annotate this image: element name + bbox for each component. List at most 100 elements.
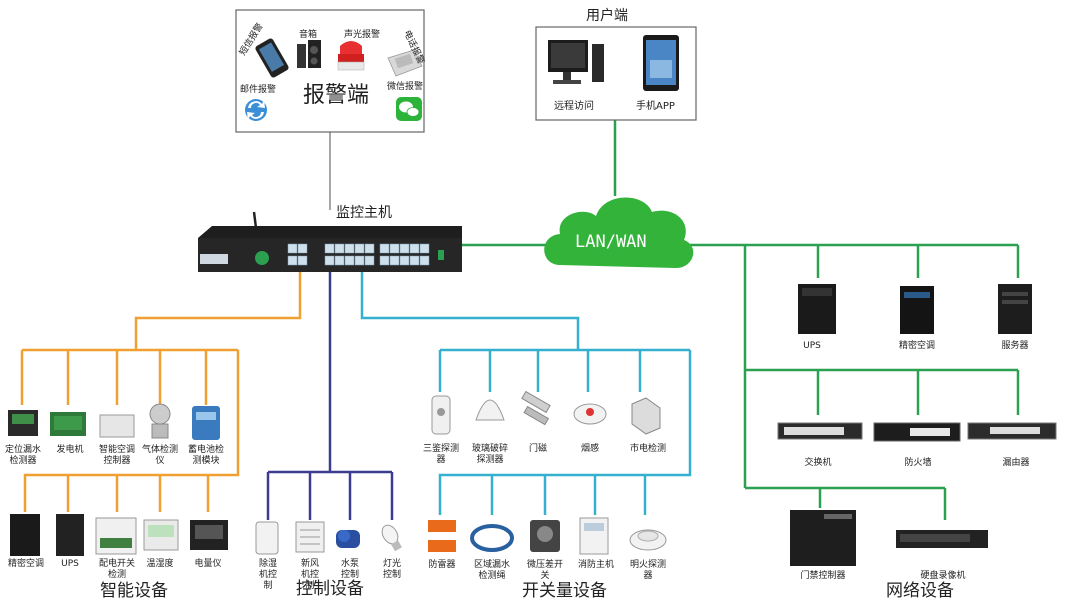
mains-detector-icon	[631, 397, 661, 435]
network-row1-label: 服务器	[1001, 339, 1028, 351]
user-remote-label: 远程访问	[554, 99, 594, 112]
monitoring-host: 监控主机	[198, 205, 462, 272]
ac-controller-icon	[99, 414, 135, 438]
switch-device-row2	[428, 517, 667, 555]
switch-row1-label: 烟感	[581, 442, 599, 454]
group-title-network: 网络设备	[886, 581, 954, 601]
network-device-row2	[777, 422, 1057, 442]
fresh-air-icon	[295, 521, 325, 553]
temp-humidity-icon	[143, 519, 179, 551]
sms-phone-icon	[255, 38, 289, 78]
network-row3-label: 门禁控制器	[800, 569, 845, 581]
smart-row2-label: 温湿度	[146, 557, 173, 569]
user-title: 用户端	[586, 7, 628, 24]
door-magnet-icon	[521, 390, 551, 426]
lan-wan-cloud: LAN/WAN	[544, 197, 694, 268]
user-app-label: 手机APP	[636, 99, 675, 112]
smart-row1-label: 发电机	[56, 443, 83, 455]
smart-row1-label: 气体检测仪	[142, 443, 178, 466]
precision-ac-icon	[10, 514, 40, 556]
switch-row2-label: 区域漏水检测绳	[474, 558, 510, 581]
user-panel: 用户端 远程访问 手机APP	[535, 7, 697, 121]
alarm-title: 报警端	[303, 83, 369, 108]
control-label: 水泵控制	[341, 557, 359, 580]
group-title-control: 控制设备	[296, 579, 364, 599]
fire-host-icon	[579, 517, 609, 555]
smart-lines	[20, 272, 302, 512]
network-switch-icon	[777, 422, 863, 440]
switch-device-row1	[431, 390, 661, 435]
battery-module-icon	[192, 406, 220, 440]
alarm-wechat-label: 微信报警	[387, 80, 423, 92]
network-row1-label: 精密空调	[899, 339, 935, 351]
switch-row2-label: 防雷器	[428, 558, 455, 570]
mobile-app-icon	[643, 35, 679, 91]
cloud-label: LAN/WAN	[575, 232, 647, 252]
switch-lines	[360, 272, 692, 515]
triple-detector-icon	[431, 395, 451, 435]
smart-row2-label: 电量仪	[194, 557, 221, 569]
nvr-icon	[896, 530, 988, 548]
network-row2-label: 漏由器	[1002, 456, 1029, 468]
alarm-mail-label: 邮件报警	[240, 83, 276, 95]
light-bulb-icon	[381, 524, 402, 552]
smart-row2-label: 精密空调	[8, 557, 44, 569]
power-meter-icon	[190, 520, 228, 550]
router-icon	[967, 422, 1057, 440]
pressure-switch-icon	[530, 520, 560, 552]
speaker-icon	[297, 40, 321, 68]
ups-icon	[56, 514, 84, 556]
switch-row1-label: 市电检测	[630, 442, 666, 454]
switch-row1-label: 三鉴探测器	[423, 442, 459, 465]
dehumidifier-icon	[255, 521, 279, 555]
alarm-speaker-label: 音箱	[299, 28, 317, 40]
flame-detector-icon	[629, 529, 667, 551]
control-label: 灯光控制	[383, 557, 401, 580]
network-ups-icon	[798, 284, 836, 334]
network-row2-label: 交换机	[804, 456, 831, 468]
leak-detector-icon	[8, 410, 38, 436]
network-device-row1	[798, 284, 1032, 334]
control-lines	[266, 272, 394, 520]
smart-device-row1	[8, 403, 220, 440]
switch-row2-label: 消防主机	[578, 558, 614, 570]
group-title-smart: 智能设备	[100, 581, 168, 601]
leak-rope-icon	[470, 524, 514, 552]
wechat-icon	[396, 97, 422, 121]
host-logo-icon	[255, 251, 269, 265]
smart-row1-label: 智能空调控制器	[99, 443, 135, 466]
water-pump-icon	[336, 530, 360, 548]
sound-light-alarm-icon	[337, 41, 365, 71]
host-ports	[287, 243, 430, 266]
desktop-computer-icon	[548, 40, 604, 84]
alarm-panel: 短信报警 音箱 声光报警 电话报警 邮件报警 微信报警 报警端	[235, 9, 427, 133]
smart-row1-label: 定位漏水检测器	[5, 443, 41, 466]
generator-icon	[50, 412, 86, 436]
mail-icon	[245, 99, 267, 121]
control-device-icons	[255, 521, 402, 555]
smart-row2-label: 配电开关检测	[99, 557, 135, 580]
network-row1-label: UPS	[803, 341, 821, 351]
network-precision-ac-icon	[900, 286, 934, 334]
smart-device-row2	[10, 514, 228, 556]
alarm-sound-light-label: 声光报警	[344, 28, 380, 40]
server-icon	[998, 284, 1032, 334]
switch-row2-label: 明火探测器	[630, 558, 666, 581]
switch-row1-label: 门磁	[529, 442, 547, 454]
network-row3-label: 硬盘录像机	[920, 569, 965, 581]
group-title-switch: 开关量设备	[522, 581, 607, 601]
network-device-row3	[790, 510, 988, 566]
switch-row2-label: 微压差开关	[527, 558, 563, 581]
switch-row1-label: 玻璃破碎探测器	[472, 442, 508, 465]
control-label: 除湿机控制	[259, 557, 277, 591]
gas-detector-icon	[149, 403, 171, 439]
glass-break-detector-icon	[475, 399, 505, 421]
host-antenna	[252, 211, 258, 229]
surge-protector-icon	[428, 520, 456, 552]
network-row2-label: 防火墙	[904, 456, 931, 468]
access-controller-icon	[790, 510, 856, 566]
firewall-icon	[873, 422, 961, 442]
host-title: 监控主机	[336, 205, 392, 221]
network-lines	[690, 243, 1020, 520]
